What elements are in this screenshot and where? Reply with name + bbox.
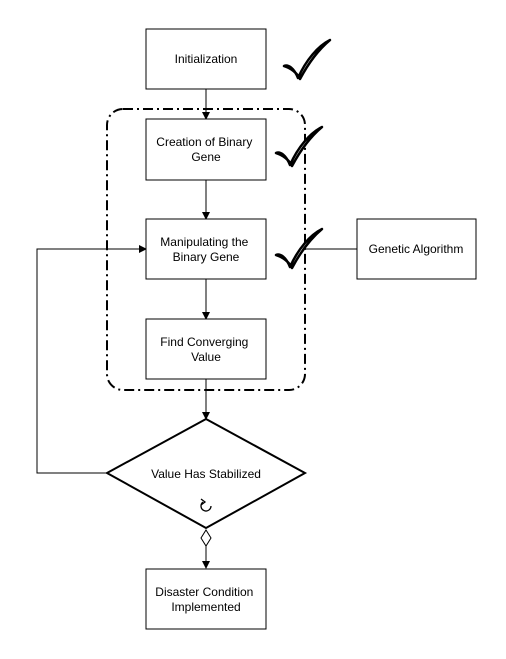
disaster-label: Disaster Condition Implemented bbox=[155, 585, 256, 614]
checkmark-icon bbox=[274, 227, 324, 270]
checkmark-icon bbox=[274, 125, 324, 168]
manipulating-node: Manipulating the Binary Gene bbox=[145, 218, 267, 280]
genetic-algorithm-label: Genetic Algorithm bbox=[369, 242, 464, 256]
creation-label: Creation of Binary Gene bbox=[156, 135, 255, 164]
find-converging-node: Find Converging Value bbox=[145, 318, 267, 380]
creation-node: Creation of Binary Gene bbox=[145, 118, 267, 181]
manipulating-label: Manipulating the Binary Gene bbox=[160, 235, 251, 264]
value-stabilized-label: Value Has Stabilized bbox=[151, 467, 261, 481]
diamond-marker-icon bbox=[200, 529, 212, 547]
loop-back-connector bbox=[36, 245, 147, 474]
find-converging-label: Find Converging Value bbox=[160, 335, 251, 364]
value-stabilized-decision: Value Has Stabilized bbox=[104, 417, 308, 530]
disaster-node: Disaster Condition Implemented bbox=[145, 568, 267, 630]
initialization-node: Initialization bbox=[145, 28, 267, 90]
initialization-label: Initialization bbox=[175, 52, 238, 66]
loop-arrow-icon bbox=[200, 498, 212, 512]
checkmark-icon bbox=[282, 38, 332, 81]
genetic-algorithm-node: Genetic Algorithm bbox=[356, 218, 477, 280]
